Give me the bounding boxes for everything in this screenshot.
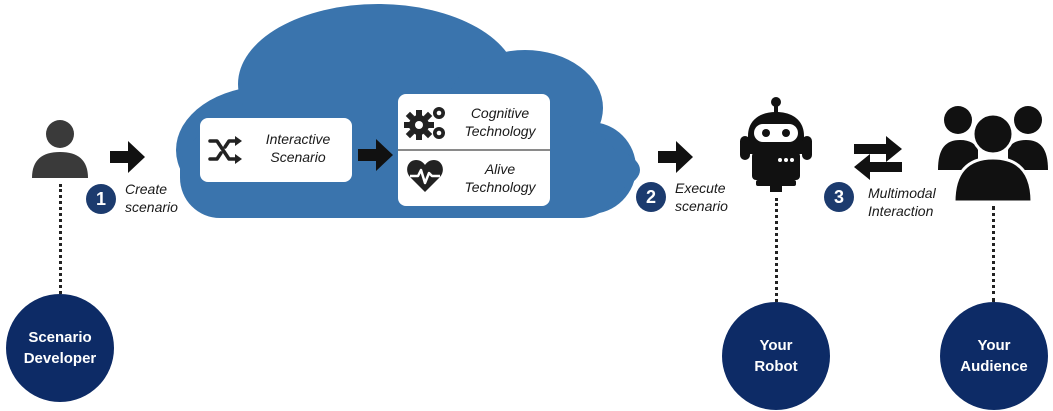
shuffle-icon bbox=[208, 136, 242, 164]
alive-technology-label: Alive Technology bbox=[464, 161, 536, 195]
step-2-badge: 2 bbox=[636, 182, 666, 212]
robot-icon bbox=[740, 97, 812, 192]
robot-dotted-line bbox=[775, 198, 778, 302]
your-audience-circle: Your Audience bbox=[940, 302, 1048, 410]
step-2-label: Execute scenario bbox=[675, 180, 728, 214]
interactive-scenario-label: Interactive Scenario bbox=[265, 131, 331, 165]
gears-icon bbox=[404, 107, 445, 140]
step-3-badge: 3 bbox=[824, 182, 854, 212]
interactive-scenario-card: Interactive Scenario bbox=[200, 118, 352, 182]
technology-card: Cognitive Technology Alive Technology bbox=[398, 94, 550, 206]
your-robot-circle: Your Robot bbox=[722, 302, 830, 410]
scenario-developer-circle: Scenario Developer bbox=[6, 294, 114, 402]
arrow-right-icon bbox=[358, 139, 393, 171]
card-divider bbox=[398, 149, 550, 151]
developer-dotted-line bbox=[59, 184, 62, 294]
cognitive-technology-label: Cognitive Technology bbox=[464, 105, 536, 139]
person-icon bbox=[32, 120, 88, 178]
step-1-label: Create scenario bbox=[125, 181, 178, 215]
group-icon bbox=[938, 106, 1048, 204]
heartbeat-icon bbox=[407, 160, 443, 192]
step-1-badge: 1 bbox=[86, 184, 116, 214]
arrow-right-icon bbox=[110, 141, 145, 173]
step-3-label: Multimodal Interaction bbox=[868, 185, 936, 219]
arrow-right-icon bbox=[658, 141, 693, 173]
swap-arrows-icon bbox=[854, 136, 902, 180]
audience-dotted-line bbox=[992, 206, 995, 302]
